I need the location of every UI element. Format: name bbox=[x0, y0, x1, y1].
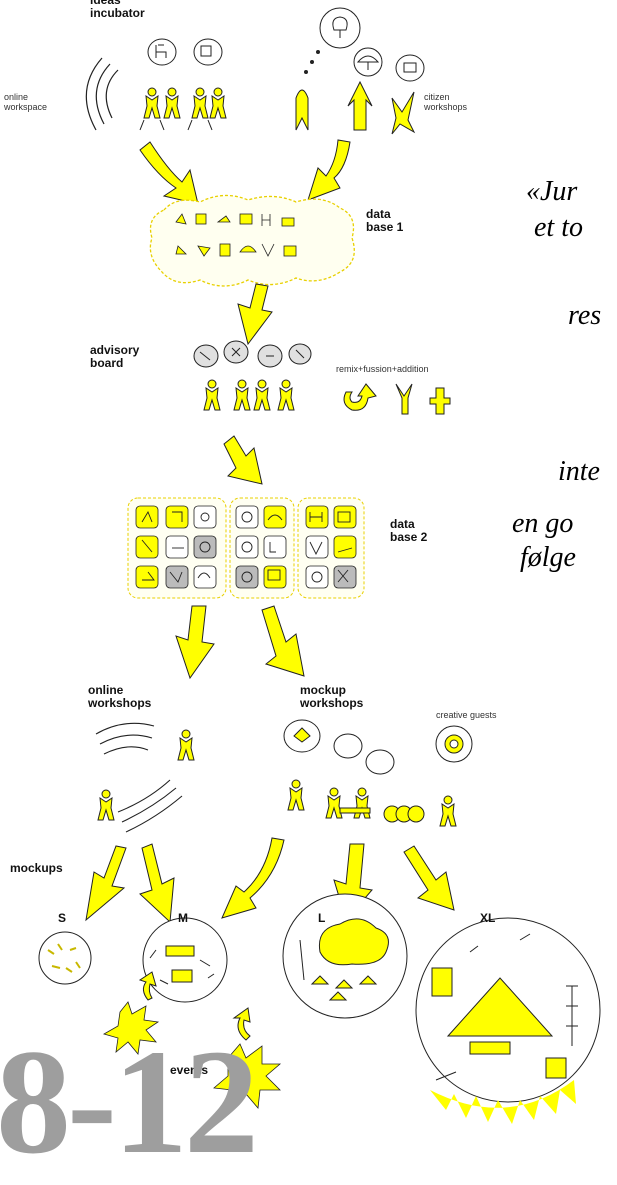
arrow-down-right-1 bbox=[139, 141, 199, 205]
ideas-incubator-label: ideas incubator bbox=[90, 0, 145, 20]
bubble-umbrella-icon bbox=[353, 47, 383, 77]
online-workshop-figure-2 bbox=[97, 789, 115, 821]
mockup-circle-l bbox=[282, 893, 408, 1019]
data-base-1-label: data base 1 bbox=[366, 207, 404, 234]
creative-guest-bubble bbox=[435, 725, 473, 763]
online-workshops-group bbox=[95, 722, 195, 833]
online-workshop-figure-1 bbox=[177, 729, 195, 761]
citizen-workshops-label: citizen workshops bbox=[424, 92, 468, 112]
arrow-to-online-workshops bbox=[175, 605, 215, 680]
size-s-label: S bbox=[58, 911, 67, 925]
data-base-1-cloud bbox=[149, 194, 355, 287]
mockups-label: mockups bbox=[10, 861, 63, 875]
fusion-icon bbox=[395, 383, 413, 415]
quote-line-5: en go bbox=[512, 508, 574, 539]
mockup-workshops-group bbox=[283, 719, 473, 827]
size-m-label: M bbox=[178, 911, 188, 925]
online-workshops-label: online workshops bbox=[88, 683, 152, 710]
creative-guest-figure bbox=[439, 795, 457, 827]
advisory-bubble-1 bbox=[193, 344, 219, 368]
event-burst-l bbox=[213, 1043, 282, 1109]
quote-line-1: «Jur bbox=[526, 176, 578, 207]
event-arrow-l bbox=[232, 1007, 251, 1041]
workspace-figure-1 bbox=[143, 87, 161, 119]
quote-line-4: inte bbox=[558, 456, 600, 487]
remix-arrow-icon bbox=[343, 383, 377, 411]
arrows-to-mockup-sizes bbox=[85, 837, 455, 924]
quote-line-6: følge bbox=[520, 542, 576, 573]
quote-line-3: res bbox=[568, 300, 602, 331]
mockup-circle-xl bbox=[415, 917, 601, 1103]
size-xl-label: XL bbox=[480, 911, 496, 925]
advisory-board-label: advisory board bbox=[90, 343, 140, 370]
ideas-incubator-group bbox=[85, 7, 425, 135]
remix-label: remix+fussion+addition bbox=[336, 364, 429, 374]
workspace-figure-4 bbox=[209, 87, 227, 119]
arrow-down-2 bbox=[237, 283, 273, 346]
citizen-figure-2 bbox=[347, 80, 373, 131]
arrow-down-3 bbox=[223, 435, 263, 485]
event-burst-m bbox=[102, 1001, 160, 1055]
bubble-chair-icon bbox=[147, 38, 177, 66]
online-workspace-waves bbox=[85, 57, 119, 131]
page-number: 8-12 bbox=[0, 1019, 259, 1185]
workspace-figure-3 bbox=[191, 87, 209, 119]
size-l-label: L bbox=[318, 911, 326, 925]
events-label: events bbox=[170, 1063, 209, 1077]
quote-line-2: et to bbox=[534, 212, 583, 243]
data-base-2-label: data base 2 bbox=[390, 517, 428, 544]
mockup-workshops-label: mockup workshops bbox=[300, 683, 364, 710]
event-arrow-m bbox=[138, 971, 157, 1001]
bubble-object-icon bbox=[193, 38, 223, 66]
bubble-chat-icon bbox=[395, 54, 425, 82]
mockup-circle-s bbox=[38, 931, 92, 985]
creative-guests-label: creative guests bbox=[436, 710, 497, 720]
advisory-board-group bbox=[193, 340, 451, 415]
arrow-to-mockup-workshops bbox=[261, 605, 305, 677]
citizen-figure-3 bbox=[391, 91, 416, 135]
arrow-down-left-1 bbox=[307, 139, 351, 201]
addition-icon bbox=[429, 387, 451, 415]
citizen-figure-1 bbox=[295, 89, 309, 131]
online-workspace-label: online workspace bbox=[4, 92, 48, 112]
mockup-circle-m bbox=[142, 917, 228, 1003]
data-base-2-group bbox=[127, 497, 365, 599]
workspace-figure-2 bbox=[163, 87, 181, 119]
xl-sunburst bbox=[430, 1080, 576, 1124]
bubble-tree-icon bbox=[304, 7, 361, 74]
flow-diagram bbox=[38, 7, 601, 1124]
